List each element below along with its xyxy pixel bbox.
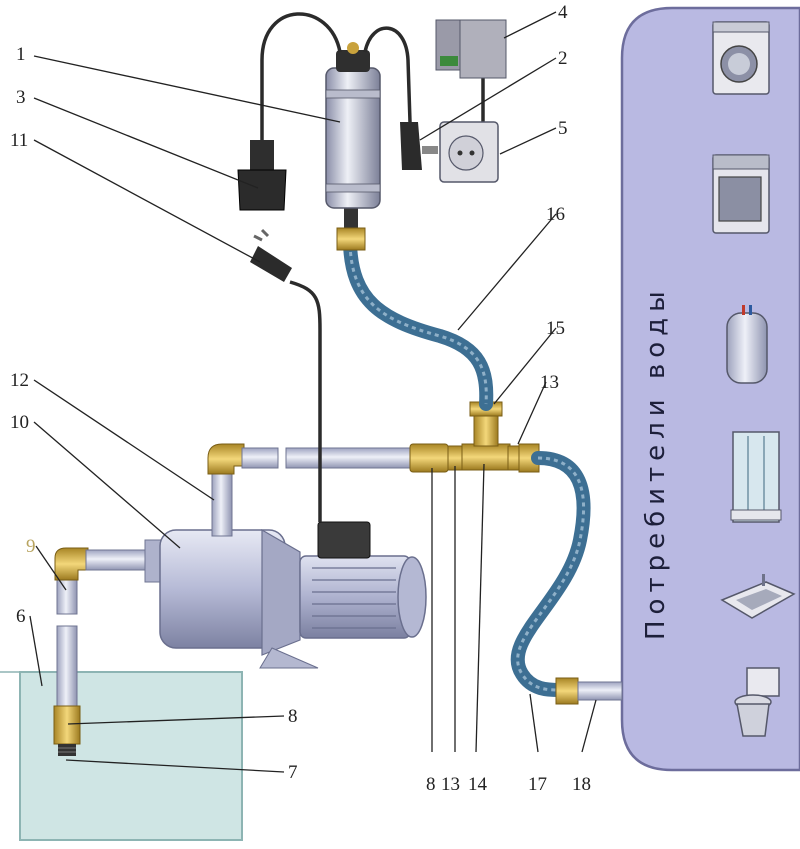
outlet-pipe	[207, 443, 413, 537]
electric-cables	[260, 12, 485, 522]
callout-8-left: 8	[288, 706, 298, 727]
callout-8-bottom: 8	[426, 774, 436, 795]
hose-to-relay	[343, 237, 494, 411]
callout-6: 6	[16, 606, 26, 627]
callout-16: 16	[546, 204, 565, 225]
washing-machine-icon	[712, 21, 770, 95]
callout-2: 2	[558, 48, 568, 69]
callout-10: 10	[10, 412, 29, 433]
sink-icon	[720, 574, 796, 619]
tee-assembly	[409, 401, 540, 473]
surface-pump	[144, 521, 427, 669]
callout-17: 17	[528, 774, 547, 795]
toilet-icon	[734, 667, 780, 737]
water-heater-icon	[726, 305, 768, 384]
callout-13-bottom: 13	[441, 774, 460, 795]
callout-labels: 1 3 11 4 2 5 16 15 13 12 10 9 6 8 7 8 13…	[10, 2, 591, 795]
callout-12: 12	[10, 370, 29, 391]
callout-5: 5	[558, 118, 568, 139]
panel-title: Потребители воды	[641, 285, 671, 640]
pump-plug	[250, 228, 292, 282]
dishwasher-icon	[712, 154, 770, 234]
pressure-switch	[325, 42, 381, 251]
callout-7: 7	[288, 762, 298, 783]
callout-11: 11	[10, 130, 28, 151]
callout-4: 4	[558, 2, 568, 23]
callout-1: 1	[16, 44, 26, 65]
callout-3: 3	[16, 87, 26, 108]
inlet-elbow	[54, 547, 89, 581]
outlet-nipple	[555, 677, 623, 705]
callout-13-top: 13	[540, 372, 559, 393]
power-socket-connector	[237, 140, 287, 211]
wall-outlet	[439, 121, 499, 183]
power-plug	[400, 122, 438, 170]
callout-18: 18	[572, 774, 591, 795]
outlet-elbow	[207, 443, 245, 475]
shower-cabin-icon	[730, 431, 782, 523]
water-consumers-panel: Потребители воды	[620, 6, 800, 772]
water-tank	[0, 671, 243, 841]
callout-14: 14	[468, 774, 488, 795]
callout-9: 9	[26, 536, 36, 557]
hose-to-consumers	[510, 451, 591, 697]
callout-15: 15	[546, 318, 565, 339]
suction-pipe	[53, 547, 149, 756]
circuit-breaker	[435, 19, 507, 79]
leader-lines	[29, 11, 597, 773]
